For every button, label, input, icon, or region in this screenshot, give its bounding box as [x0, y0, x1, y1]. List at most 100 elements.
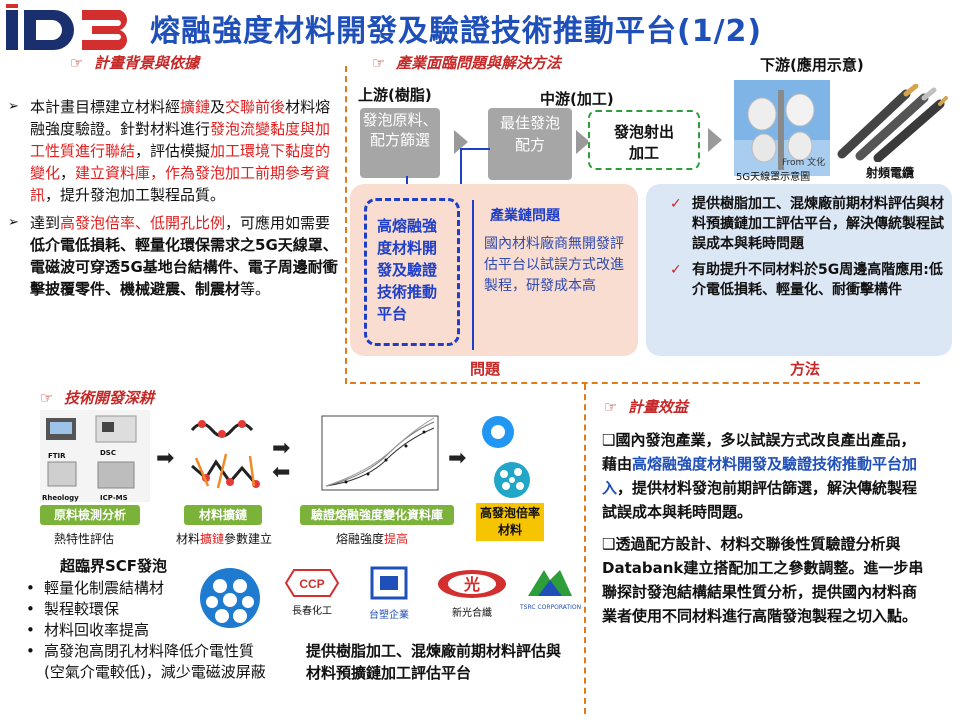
benefit-item-2: ❑透過配方設計、材料交聯後性質驗證分析與Databank建立搭配加工之參數調整。…: [602, 532, 930, 628]
instruments-image: [40, 410, 150, 502]
shinkong-logo-mark: 光: [463, 575, 480, 594]
benefit-item-1: ❑國內發泡產業，多以試誤方式改良產出產品，藉由高熔融強度材料開發及驗證技術推動平…: [602, 428, 930, 524]
ccp-logo-mark: CCP: [299, 577, 324, 591]
text-run: ❑國內發泡產業，多以試誤方式改良產出產品，藉由: [602, 431, 916, 473]
text-run: 材料熔融強度驗證。針對材料進行: [30, 98, 331, 138]
partner-caption: 提供樹脂加工、混煉廠前期材料評估與材料預擴鏈加工評估平台: [306, 642, 562, 682]
problem-panel: [350, 184, 638, 356]
foam-cell-image: [198, 566, 262, 630]
text-run: 等。: [240, 280, 271, 298]
ccp-logo-name: 長春化工: [292, 606, 332, 617]
foam-structure-image: [476, 410, 546, 500]
divider-horizontal: [350, 382, 920, 384]
arrow-right-icon: ➡: [448, 446, 467, 471]
step3-subcaption: 熔融強度提高: [336, 532, 409, 546]
formosa-logo-name: 台塑企業: [369, 610, 409, 621]
instrument-label-ftir: FTIR: [48, 452, 66, 460]
instrument-label-rheology: Rheology: [42, 494, 79, 502]
step4-tag: 高發泡倍率材料: [476, 503, 544, 541]
text-run: 高熔融強度材料開發及驗證技術推動平台加入: [602, 455, 918, 497]
connector-line: [460, 148, 462, 194]
divider-vertical-top: [345, 66, 347, 384]
rf-cable-caption: 射頻電纜: [866, 166, 915, 180]
text-run: 交聯前後: [225, 98, 286, 116]
solution-list: 提供樹脂加工、混煉廠前期材料評估與材料預擴鏈加工評估平台，解決傳統製程試誤成本與…: [668, 194, 944, 300]
pointing-hand-icon: ☞: [40, 389, 54, 407]
ccp-logo: CCP 長春化工: [284, 568, 340, 617]
page-title: 熔融強度材料開發及驗證技術推動平台(1/2): [150, 14, 763, 49]
text-run: 建立資料庫，作為發泡加工前期參考資訊: [30, 164, 331, 204]
scf-title: 超臨界SCF發泡: [60, 557, 168, 575]
arrow-right-icon: [708, 128, 722, 152]
arrow-right-icon: ➡: [272, 436, 291, 461]
benefit-text: ❑國內發泡產業，多以試誤方式改良產出產品，藉由高熔融強度材料開發及驗證技術推動平…: [602, 428, 930, 636]
text-run: ❑透過配方設計、材料交聯後性質驗證分析與Databank建立搭配加工之參數調整。…: [602, 535, 924, 625]
downstream-label: 下游(應用示意): [760, 56, 864, 74]
text-run: 發泡流變黏度與加工性質進行聯結: [30, 120, 331, 160]
step1-tag: 原料檢測分析: [40, 505, 140, 525]
chain-extension-image: [186, 410, 276, 500]
step2-tag: 材料擴鏈: [184, 505, 262, 525]
text-run: 及: [210, 98, 226, 116]
text-run: ，提供材料發泡前期評估篩選，解決傳統製程試誤成本與耗時問題。: [602, 479, 918, 521]
solution-item-1: 提供樹脂加工、混煉廠前期材料評估與材料預擴鏈加工評估平台，解決傳統製程試誤成本與…: [668, 194, 944, 254]
text-run: ，評估模擬: [135, 142, 211, 160]
divider-vertical-bottom: [584, 384, 586, 714]
text-run: ，: [60, 164, 76, 182]
instrument-label-dsc: DSC: [100, 449, 116, 457]
scf-item: 材料回收率提高: [26, 620, 266, 641]
text-run: 高發泡倍率、低開孔比例: [60, 214, 226, 232]
chain-problem-title: 產業鏈問題: [490, 208, 560, 224]
shinkong-logo: 光 新光合纖: [432, 568, 512, 619]
instrument-label-icpms: ICP-MS: [100, 494, 128, 502]
scf-item: 輕量化制震結構材: [26, 578, 266, 599]
foam-injection-box: 發泡射出加工: [588, 110, 700, 170]
arrow-right-icon: [576, 130, 590, 154]
panel-divider: [472, 200, 474, 350]
radome-image: [734, 80, 830, 176]
step1-subcaption: 熱特性評估: [54, 532, 115, 546]
step3-tag: 驗證熔融強度變化資料庫: [300, 505, 454, 525]
pointing-hand-icon: ☞: [70, 54, 84, 72]
background-list: 本計畫目標建立材料經擴鏈及交聯前後材料熔融強度驗證。針對材料進行發泡流變黏度與加…: [8, 96, 338, 306]
tsrc-logo-name: TSRC CORPORATION: [520, 604, 582, 611]
text-run: ，可應用如需要: [225, 214, 331, 232]
tech-heading: ☞技術開發深耕: [40, 389, 155, 407]
rf-cable-image: [836, 83, 948, 163]
connector-line: [460, 148, 490, 150]
text-run: 擴鏈: [180, 98, 211, 116]
method-label: 方法: [790, 360, 821, 378]
arrow-left-icon: ⬅: [272, 460, 291, 485]
text-run: 加工環境下黏度的變化: [30, 142, 331, 182]
text-run: 低介電低損耗、輕量化環保需求之5G天線罩、電磁波可穿透5G基地台結構件、電子周邊…: [30, 236, 338, 298]
background-item-1: 本計畫目標建立材料經擴鏈及交聯前後材料熔融強度驗證。針對材料進行發泡流變黏度與加…: [8, 96, 338, 206]
industry-heading: ☞產業面臨問題與解決方法: [372, 54, 562, 72]
background-item-2: 達到高發泡倍率、低開孔比例，可應用如需要低介電低損耗、輕量化環保需求之5G天線罩…: [8, 212, 338, 300]
melt-strength-graph: [306, 410, 444, 502]
radome-caption: 5G天線罩示意圖: [736, 172, 811, 183]
pointing-hand-icon: ☞: [372, 54, 386, 72]
midstream-box: 最佳發泡配方: [488, 108, 572, 180]
scf-item: 製程較環保: [26, 599, 266, 620]
radome-source: From 文化: [782, 158, 826, 168]
upstream-label: 上游(樹脂): [358, 86, 432, 104]
scf-list: 輕量化制震結構材 製程較環保 材料回收率提高 高發泡高閉孔材料降低介電性質(空氣…: [26, 578, 266, 683]
upstream-box: 發泡原料、配方篩選: [360, 108, 440, 178]
solution-item-2: 有助提升不同材料於5G周邊高階應用:低介電低損耗、輕量化、耐衝擊構件: [668, 260, 944, 300]
chain-problem-text: 國內材料廠商無開發評估平台以試誤方式改進製程，研發成本高: [484, 236, 624, 294]
scf-item: 高發泡高閉孔材料降低介電性質(空氣介電較低)，減少電磁波屏蔽: [26, 641, 266, 683]
text-run: 本計畫目標建立材料經: [30, 98, 181, 116]
background-heading: ☞計畫背景與依據: [70, 54, 200, 72]
id3-logo: [4, 4, 144, 56]
text-run: ，提升發泡加工製程品質。: [45, 186, 226, 204]
arrow-right-icon: ➡: [156, 446, 175, 471]
benefit-heading: ☞計畫效益: [604, 398, 689, 416]
problem-label: 問題: [470, 360, 501, 378]
text-run: 達到: [30, 214, 61, 232]
step2-subcaption: 材料擴鏈參數建立: [176, 532, 273, 546]
tsrc-logo: TSRC CORPORATION: [520, 566, 582, 618]
midstream-label: 中游(加工): [540, 90, 614, 108]
platform-box: 高熔融強度材料開發及驗證技術推動平台: [364, 198, 460, 346]
pointing-hand-icon: ☞: [604, 398, 618, 416]
shinkong-logo-name: 新光合纖: [452, 608, 492, 619]
